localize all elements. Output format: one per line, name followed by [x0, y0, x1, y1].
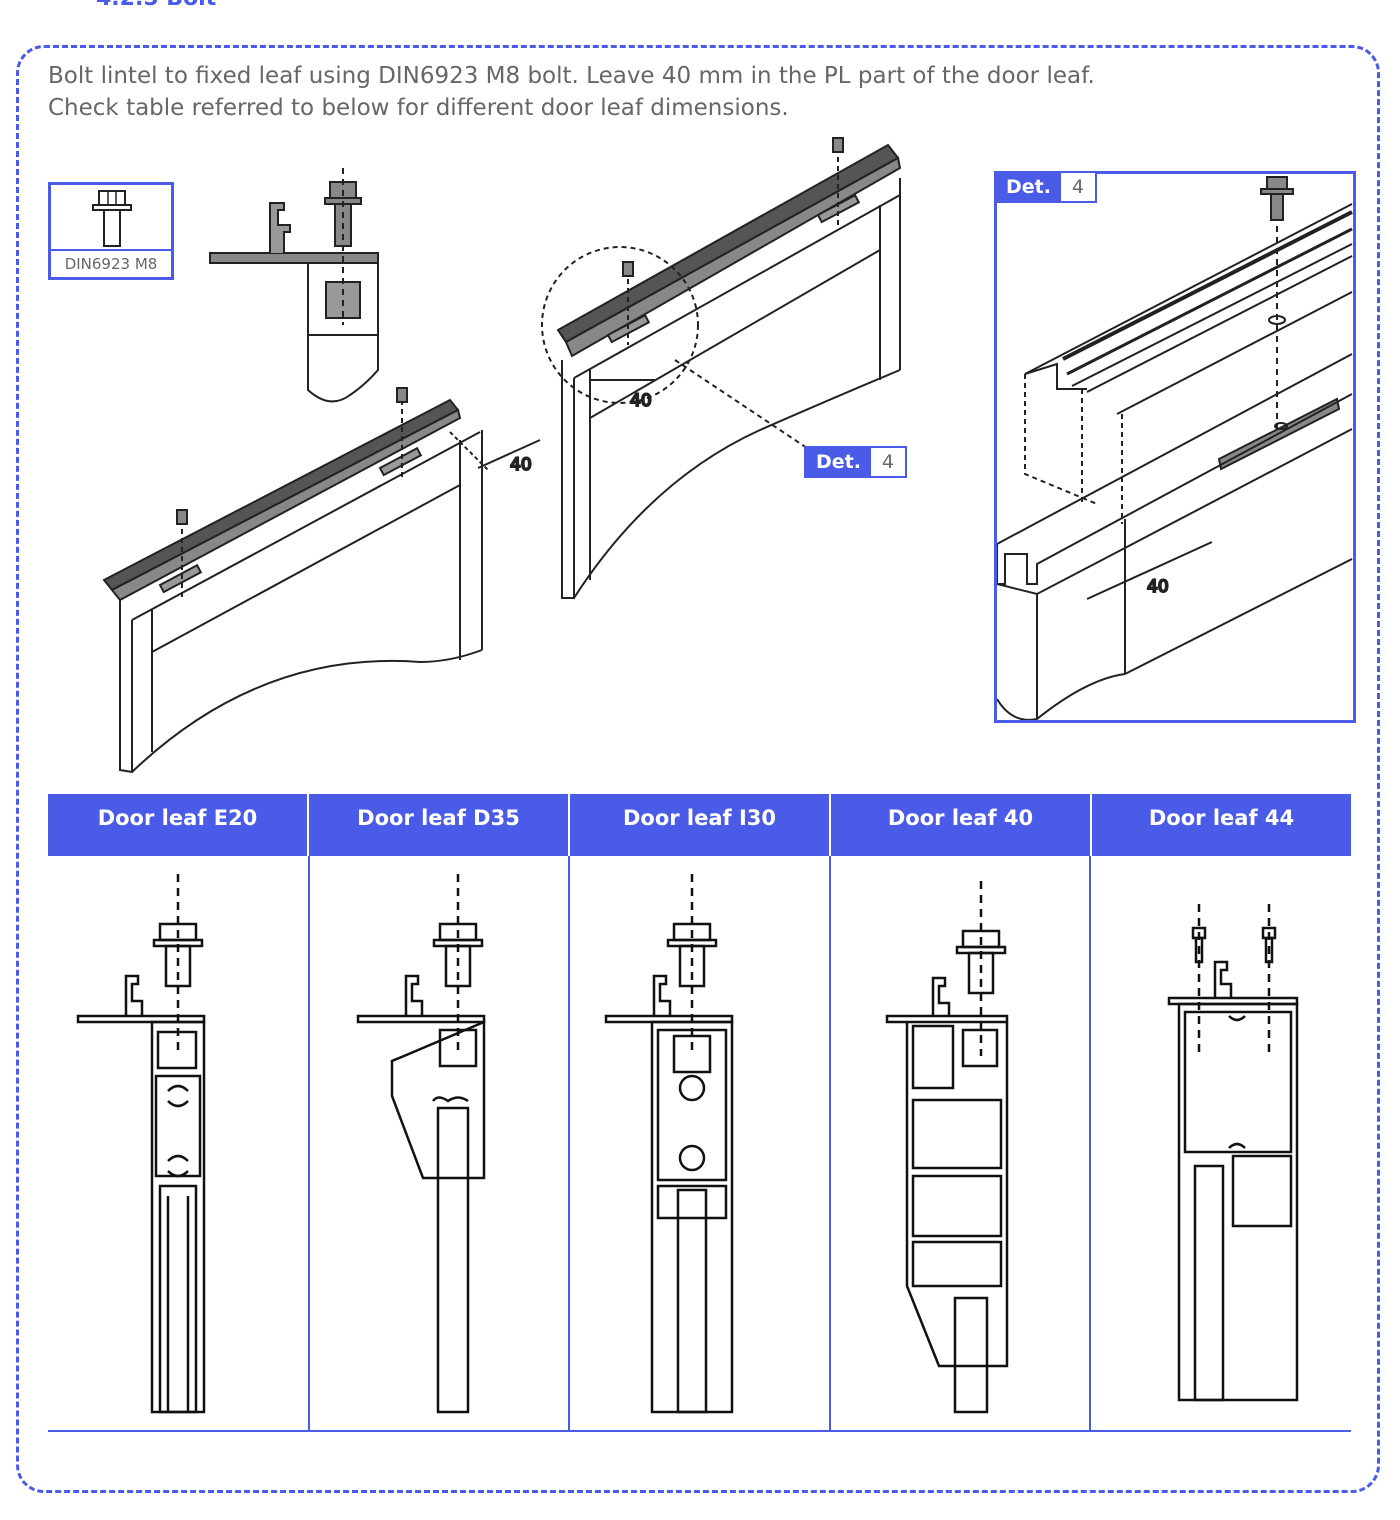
hex-bolt-icon — [92, 190, 132, 247]
bolt-label: DIN6923 M8 — [51, 249, 171, 277]
profile-sections — [76, 874, 1299, 1414]
column-header-d35: Door leaf D35 — [309, 794, 570, 856]
column-divider — [308, 856, 310, 1430]
intro-line-1: Bolt lintel to fixed leaf using DIN6923 … — [48, 63, 1095, 89]
profile-44 — [1167, 904, 1299, 1402]
bolt-reference-box: DIN6923 M8 — [48, 182, 174, 280]
detail-tag-callout: Det. 4 — [804, 446, 907, 478]
instruction-frame — [16, 45, 1380, 1493]
column-divider — [568, 856, 570, 1430]
dimension-label-middle: 40 — [630, 391, 652, 411]
column-header-i30: Door leaf I30 — [570, 794, 831, 856]
intro-text: Bolt lintel to fixed leaf using DIN6923 … — [48, 60, 1248, 124]
lintel-cross-section — [209, 168, 379, 403]
detail-tag-prefix: Det. — [806, 448, 871, 476]
profile-d35 — [356, 874, 486, 1414]
column-divider — [1089, 856, 1091, 1430]
detail-tag-number: 4 — [870, 448, 905, 476]
detail-box-tag-number: 4 — [1060, 173, 1095, 201]
detail-4-box: Det. 4 — [994, 171, 1356, 723]
door-leaf-perspective-middle: 40 — [541, 137, 902, 599]
profile-e20 — [76, 874, 206, 1414]
column-header-40: Door leaf 40 — [831, 794, 1092, 856]
section-heading: 4.2.5 Bolt — [96, 0, 216, 11]
table-header: Door leaf E20 Door leaf D35 Door leaf I3… — [48, 794, 1351, 856]
profile-i30 — [604, 874, 734, 1414]
column-header-e20: Door leaf E20 — [48, 794, 309, 856]
installation-illustration: 40 40 — [102, 137, 902, 774]
door-leaf-table: Door leaf E20 Door leaf D35 Door leaf I3… — [48, 794, 1351, 1432]
dimension-label-detail: 40 — [1147, 577, 1169, 597]
profile-40 — [885, 881, 1009, 1414]
intro-line-2: Check table referred to below for differ… — [48, 95, 789, 121]
detail-box-tag: Det. 4 — [994, 171, 1097, 203]
column-header-44: Door leaf 44 — [1092, 794, 1351, 856]
column-divider — [829, 856, 831, 1430]
detail-box-tag-prefix: Det. — [996, 173, 1061, 201]
dimension-label-left: 40 — [510, 455, 532, 475]
detail-4-illustration: 40 — [996, 176, 1353, 721]
door-leaf-perspective-left: 40 — [102, 387, 541, 774]
